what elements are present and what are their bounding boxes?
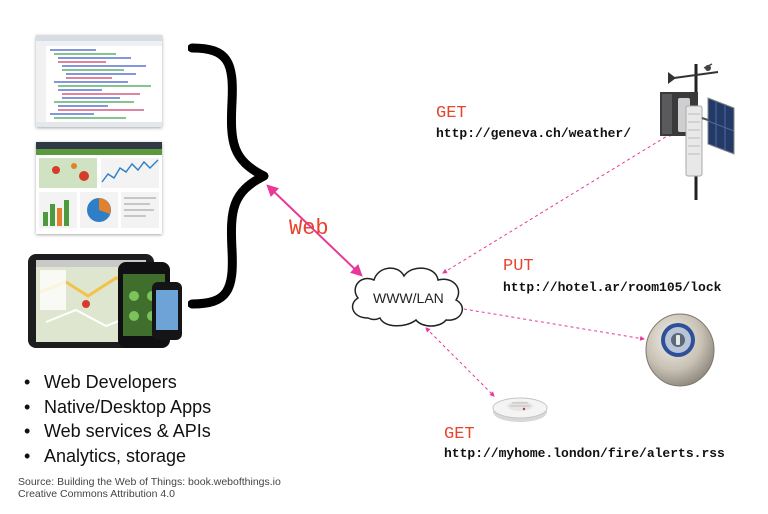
smart-lock-icon	[645, 313, 715, 387]
smoke-url-label: http://myhome.london/fire/alerts.rss	[444, 446, 725, 461]
lock-method-label: PUT	[503, 257, 534, 276]
client-types-list: • Web Developers • Native/Desktop Apps • We…	[22, 370, 211, 468]
lock-url-label: http://hotel.ar/room105/lock	[503, 280, 722, 295]
list-item-text: Native/Desktop Apps	[44, 396, 212, 417]
dashboard-graphic	[36, 142, 162, 228]
list-item-text: Web services & APIs	[44, 421, 211, 441]
analytics-dashboard-screenshot	[36, 142, 162, 234]
weather-link	[442, 132, 673, 274]
weather-method-label: GET	[436, 104, 467, 123]
list-item: • Analytics, storage	[22, 444, 211, 469]
list-item: • Web services & APIs	[22, 419, 211, 444]
lock-link	[457, 306, 645, 341]
web-arrow	[266, 184, 363, 277]
license-line: Creative Commons Attribution 4.0	[18, 488, 175, 500]
list-item: • Web Developers	[22, 370, 211, 395]
source-attribution: Source: Building the Web of Things: book…	[18, 476, 281, 500]
weather-station-icon	[660, 63, 735, 200]
bullet-glyph: •	[24, 421, 31, 441]
cloud-icon	[351, 267, 464, 327]
bullet-glyph: •	[24, 396, 31, 417]
weather-url-label: http://geneva.ch/weather/	[436, 126, 632, 141]
curly-brace-icon	[188, 43, 269, 309]
list-item-text: Analytics, storage	[44, 445, 187, 466]
bullet-glyph: •	[24, 445, 31, 466]
code-editor-screenshot	[36, 35, 162, 127]
list-item-text: Web Developers	[44, 372, 177, 392]
list-item: • Native/Desktop Apps	[22, 395, 211, 420]
code-editor-graphic	[36, 35, 162, 127]
source-line: Source: Building the Web of Things: book…	[18, 476, 281, 488]
bullet-glyph: •	[24, 372, 31, 392]
smoke-detector-icon	[492, 397, 548, 422]
smoke-method-label: GET	[444, 425, 475, 444]
tablet-phone-map-screenshot	[28, 254, 182, 348]
web-label: Web	[289, 216, 329, 241]
cloud-label: WWW/LAN	[373, 290, 444, 306]
smoke-link	[425, 327, 495, 397]
